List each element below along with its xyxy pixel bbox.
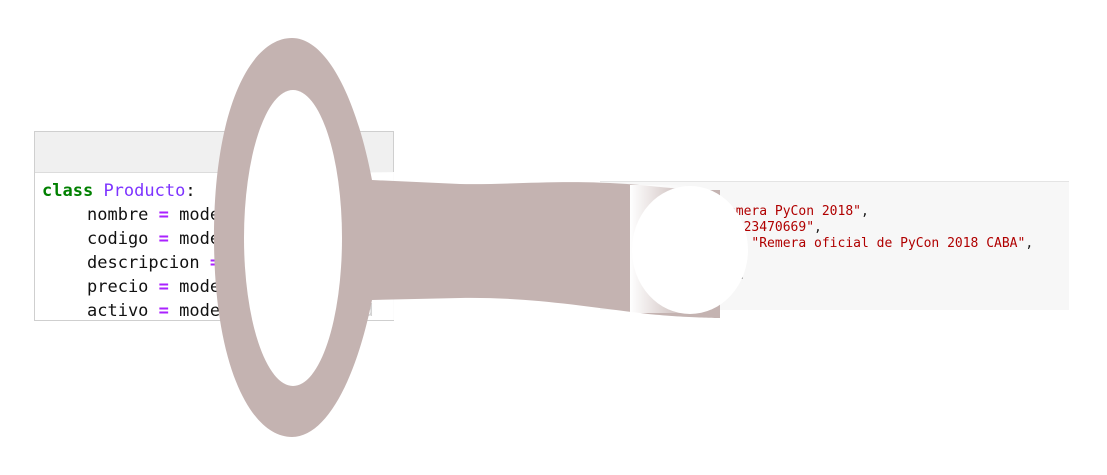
code-body: class Producto: nombre = models.CharFiel… <box>35 173 395 323</box>
field-name: descripcion <box>87 253 200 273</box>
field-value: models.TextField <box>230 253 395 273</box>
json-body: "nombre": "Remera PyCon 2018", "codigo":… <box>634 204 1033 284</box>
json-value: 400 <box>712 252 736 267</box>
assign-operator: = <box>158 205 169 225</box>
json-key: "activo" <box>634 268 697 283</box>
json-value: "Remera oficial de PyCon 2018 CABA" <box>751 236 1026 251</box>
field-value: models.DecimalField <box>179 277 374 297</box>
json-key: "descripcion" <box>634 236 736 251</box>
class-keyword: class <box>42 181 94 201</box>
class-name: Producto <box>103 181 186 201</box>
field-name: codigo <box>87 229 149 249</box>
json-separator: : <box>696 220 713 235</box>
assign-operator: = <box>158 301 169 321</box>
json-separator: : <box>696 268 713 283</box>
json-key: "precio" <box>634 252 697 267</box>
json-separator: : <box>696 204 713 219</box>
field-name: nombre <box>87 205 149 225</box>
json-comma: , <box>735 252 744 267</box>
assign-operator: = <box>158 277 169 297</box>
json-key: "codigo" <box>634 220 697 235</box>
json-comma: , <box>1025 236 1034 251</box>
field-name: activo <box>87 301 149 321</box>
field-name: precio <box>87 277 149 297</box>
class-colon: : <box>185 181 196 201</box>
field-value: models.CharField <box>179 205 343 225</box>
assign-operator: = <box>209 253 221 273</box>
json-value: true <box>712 268 744 283</box>
json-key: "nombre" <box>634 204 697 219</box>
json-comma: , <box>814 220 822 235</box>
json-output-panel: "nombre": "Remera PyCon 2018", "codigo":… <box>600 181 1069 310</box>
json-separator: : <box>735 236 752 251</box>
json-value: "AR123470669" <box>712 220 815 235</box>
field-value: models.BooleanField <box>179 301 374 321</box>
assign-operator: = <box>158 229 169 249</box>
code-panel-header <box>35 132 393 173</box>
json-separator: : <box>696 252 713 267</box>
field-value: models.CharField <box>179 229 343 249</box>
json-value: "Remera PyCon 2018" <box>712 204 861 219</box>
json-comma: , <box>861 204 869 219</box>
python-code-panel: class Producto: nombre = models.CharFiel… <box>34 131 394 321</box>
